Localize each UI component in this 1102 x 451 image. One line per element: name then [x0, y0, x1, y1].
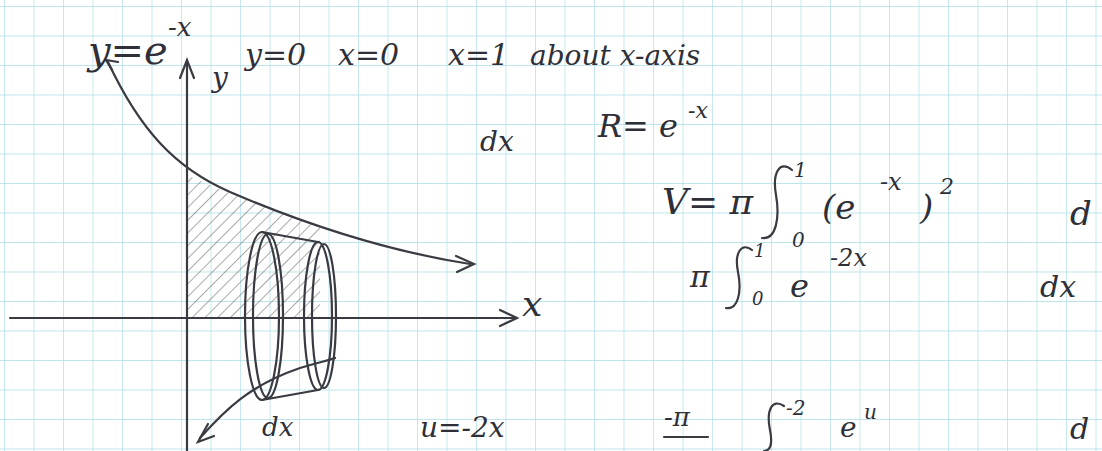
handwritten-text: 0	[752, 290, 763, 308]
handwritten-text: 0	[792, 230, 805, 250]
handwritten-text: R= e	[598, 110, 678, 142]
handwritten-text: -π	[664, 404, 690, 430]
handwritten-text: y=0	[245, 40, 306, 70]
handwritten-text: -2	[786, 398, 805, 418]
handwritten-text: )	[920, 190, 933, 224]
handwritten-text: -2x	[830, 246, 867, 270]
handwritten-text: d	[1070, 196, 1092, 230]
handwritten-text: x=0	[338, 40, 399, 70]
handwritten-text: y=e	[88, 30, 168, 70]
handwritten-text: dx	[1040, 272, 1076, 302]
handwritten-text: 1	[754, 242, 765, 260]
handwritten-text: e	[790, 270, 809, 302]
handwritten-text: dx	[262, 414, 293, 440]
handwritten-text: -x	[880, 170, 902, 194]
handwritten-text: x	[522, 286, 542, 322]
handwritten-text: 1	[794, 160, 807, 180]
handwritten-text: 2	[940, 176, 954, 198]
handwritten-text: y	[212, 64, 228, 92]
handwritten-text: (e	[822, 190, 855, 224]
handwritten-text: x=1	[448, 40, 509, 70]
handwritten-text: d	[1070, 414, 1089, 444]
handwritten-text: u=-2x	[420, 414, 505, 442]
handwritten-text: -x	[688, 100, 708, 122]
handwritten-text: π	[690, 262, 710, 292]
handwritten-text: dx	[480, 128, 514, 156]
handwritten-text: V= π	[662, 184, 753, 220]
handwritten-text: e	[840, 414, 857, 442]
handwritten-text: about x-axis	[530, 42, 700, 70]
handwritten-text: u	[864, 402, 877, 422]
handwritten-text: -x	[168, 14, 191, 40]
